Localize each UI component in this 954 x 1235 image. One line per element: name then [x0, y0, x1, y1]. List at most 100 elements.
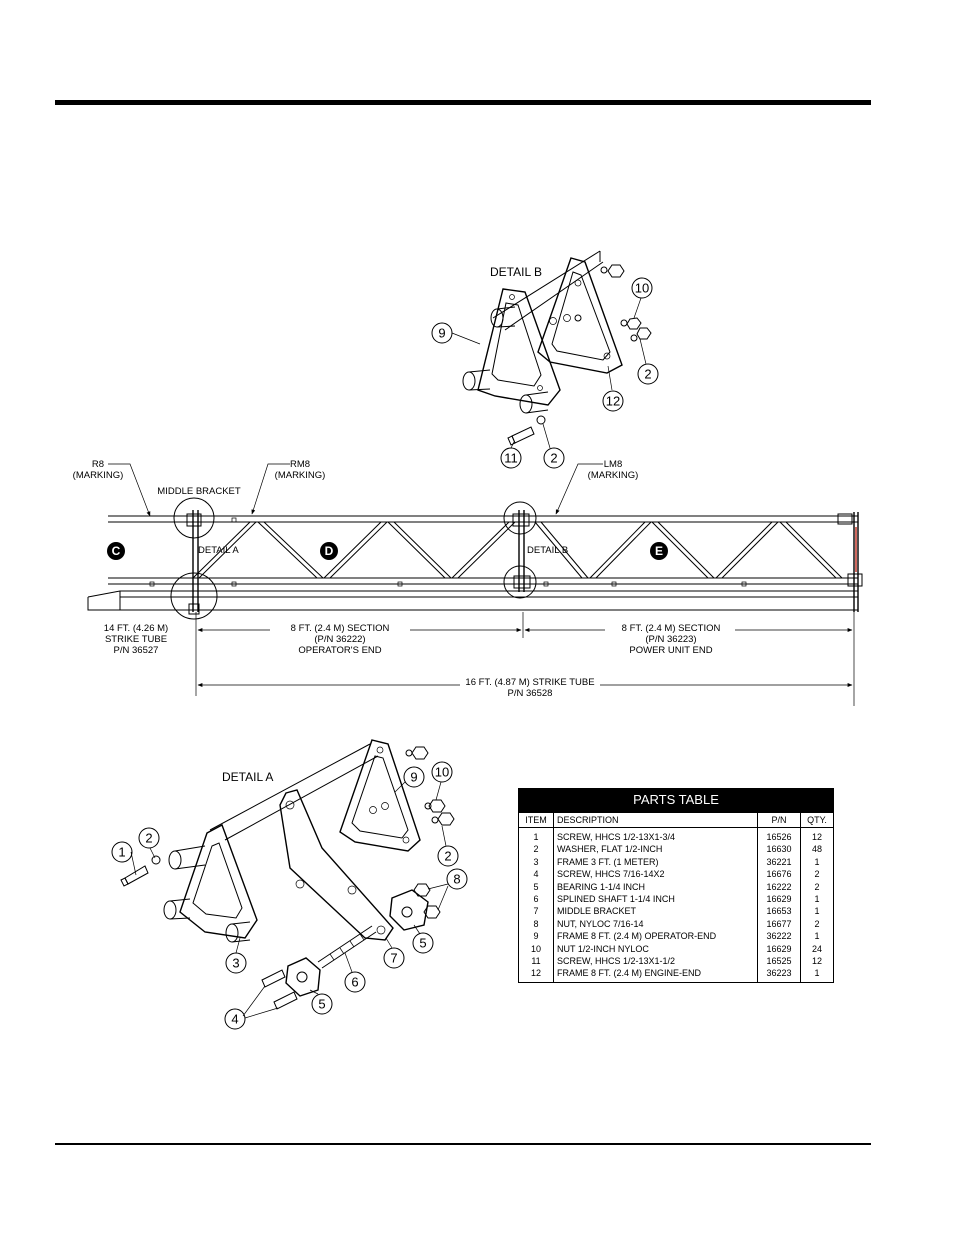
callout-b-2-lower: 2 [550, 451, 557, 466]
label-rm8-marking: (MARKING) [275, 470, 326, 481]
cell-item: 7 [518, 905, 554, 918]
cell-pn: 16629 [757, 893, 801, 906]
cell-description: SCREW, HHCS 7/16-14X2 [553, 868, 758, 881]
label-power-section-line1: 8 FT. (2.4 M) SECTION [622, 623, 721, 634]
cell-qty: 2 [800, 868, 834, 881]
label-lm8: LM8 [604, 459, 622, 470]
callout-b-10: 10 [635, 281, 649, 296]
header-rule [55, 100, 871, 105]
label-detail-a-ref: DETAIL A [198, 545, 239, 556]
label-middle-bracket: MIDDLE BRACKET [157, 486, 241, 497]
callout-b-9: 9 [438, 326, 445, 341]
cell-item: 5 [518, 880, 554, 894]
cell-qty: 1 [800, 930, 834, 943]
cell-pn: 16676 [757, 868, 801, 881]
cell-pn: 16525 [757, 955, 801, 968]
parts-table-header-row: ITEM DESCRIPTION P/N QTY. [518, 812, 834, 828]
label-lm8-marking: (MARKING) [588, 470, 639, 481]
cell-item: 1 [518, 827, 554, 844]
cell-qty: 48 [800, 843, 834, 856]
label-operator-section-line1: 8 FT. (2.4 M) SECTION [291, 623, 390, 634]
cell-description: SCREW, HHCS 1/2-13X1-3/4 [553, 827, 758, 844]
callout-a-7: 7 [390, 951, 397, 966]
cell-pn: 36221 [757, 855, 801, 869]
cell-description: MIDDLE BRACKET [553, 905, 758, 918]
cell-pn: 16222 [757, 880, 801, 894]
cell-qty: 1 [800, 855, 834, 869]
column-header-description: DESCRIPTION [553, 812, 758, 828]
label-rm8: RM8 [290, 459, 310, 470]
callout-a-4: 4 [231, 1012, 238, 1027]
label-detail-b-ref: DETAIL B [527, 545, 568, 556]
cell-item: 2 [518, 843, 554, 856]
callout-a-5-right: 5 [419, 936, 426, 951]
cell-description: SCREW, HHCS 1/2-13X1-1/2 [553, 955, 758, 968]
cell-item: 10 [518, 942, 554, 956]
label-strike-14-line2: STRIKE TUBE [105, 634, 167, 645]
cell-qty: 1 [800, 893, 834, 906]
cell-qty: 2 [800, 880, 834, 894]
detail-b-drawing: DETAIL B 9 10 [431, 250, 659, 469]
cell-pn: 16677 [757, 917, 801, 931]
label-strike-16-line2: P/N 36528 [508, 688, 553, 699]
callout-a-5-lower: 5 [318, 997, 325, 1012]
cell-pn: 36222 [757, 930, 801, 943]
cell-item: 11 [518, 955, 554, 968]
label-power-section-line2: (P/N 36223) [645, 634, 696, 645]
cell-item: 3 [518, 855, 554, 869]
callout-a-6: 6 [351, 975, 358, 990]
label-operator-section-line3: OPERATOR'S END [298, 645, 381, 656]
cell-item: 4 [518, 868, 554, 881]
cell-description: NUT 1/2-INCH NYLOC [553, 942, 758, 956]
cell-qty: 2 [800, 917, 834, 931]
callout-a-9: 9 [410, 770, 417, 785]
detail-a-title: DETAIL A [222, 770, 273, 784]
cell-description: SPLINED SHAFT 1-1/4 INCH [553, 893, 758, 906]
footer-rule [55, 1143, 871, 1145]
cell-description: WASHER, FLAT 1/2-INCH [553, 843, 758, 856]
cell-description: BEARING 1-1/4 INCH [553, 880, 758, 894]
detail-a-drawing: DETAIL A [111, 739, 468, 1030]
label-strike-14-line3: P/N 36527 [114, 645, 159, 656]
column-header-item: ITEM [518, 812, 554, 828]
cell-pn: 36223 [757, 967, 801, 983]
callout-a-8: 8 [453, 872, 460, 887]
cell-pn: 16629 [757, 942, 801, 956]
cell-qty: 24 [800, 942, 834, 956]
cell-description: FRAME 3 FT. (1 METER) [553, 855, 758, 869]
label-r8-marking: (MARKING) [73, 470, 124, 481]
cell-qty: 12 [800, 827, 834, 844]
cell-pn: 16630 [757, 843, 801, 856]
label-strike-16-line1: 16 FT. (4.87 M) STRIKE TUBE [465, 677, 594, 688]
column-header-qty: QTY. [800, 812, 834, 828]
callout-b-11: 11 [504, 451, 518, 466]
callout-a-2-right: 2 [444, 849, 451, 864]
cell-item: 12 [518, 967, 554, 983]
section-letter-d: D [325, 544, 334, 558]
detail-b-title: DETAIL B [490, 265, 542, 279]
label-strike-14-line1: 14 FT. (4.26 M) [104, 623, 168, 634]
cell-qty: 1 [800, 905, 834, 918]
cell-item: 8 [518, 917, 554, 931]
cell-item: 9 [518, 930, 554, 943]
callout-b-2-upper: 2 [644, 367, 651, 382]
cell-description: FRAME 8 FT. (2.4 M) OPERATOR-END [553, 930, 758, 943]
label-operator-section-line2: (P/N 36222) [314, 634, 365, 645]
callout-b-12: 12 [606, 394, 620, 409]
main-assembly-drawing: R8 (MARKING) RM8 (MARKING) MIDDLE BRACKE… [73, 459, 863, 706]
cell-description: NUT, NYLOC 7/16-14 [553, 917, 758, 931]
section-letter-e: E [655, 544, 663, 558]
callout-a-10: 10 [435, 765, 449, 780]
cell-qty: 12 [800, 955, 834, 968]
